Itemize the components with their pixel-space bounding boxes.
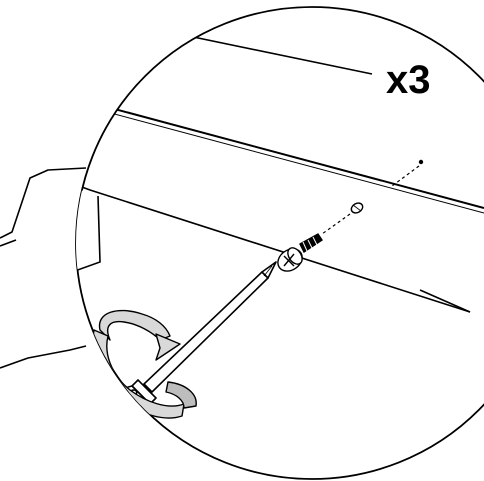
quantity-label: x3 bbox=[386, 58, 431, 102]
background-panel-outline bbox=[0, 167, 87, 369]
table-top-edge bbox=[76, 95, 484, 209]
table-leg bbox=[76, 179, 101, 273]
rotation-arrowhead bbox=[155, 333, 181, 361]
apron-slot-hole bbox=[350, 202, 364, 214]
furniture-background bbox=[0, 167, 87, 369]
screw-icon bbox=[277, 233, 323, 272]
background-panel-edge bbox=[0, 239, 17, 247]
lower-panel-edge bbox=[419, 289, 471, 313]
apron-bottom-edge bbox=[76, 169, 471, 313]
screwdriver-handle bbox=[76, 385, 151, 479]
pilot-hole-top bbox=[418, 159, 424, 165]
table-top-edge-inner bbox=[76, 100, 484, 214]
screwdriver-handle-groove bbox=[76, 397, 117, 467]
